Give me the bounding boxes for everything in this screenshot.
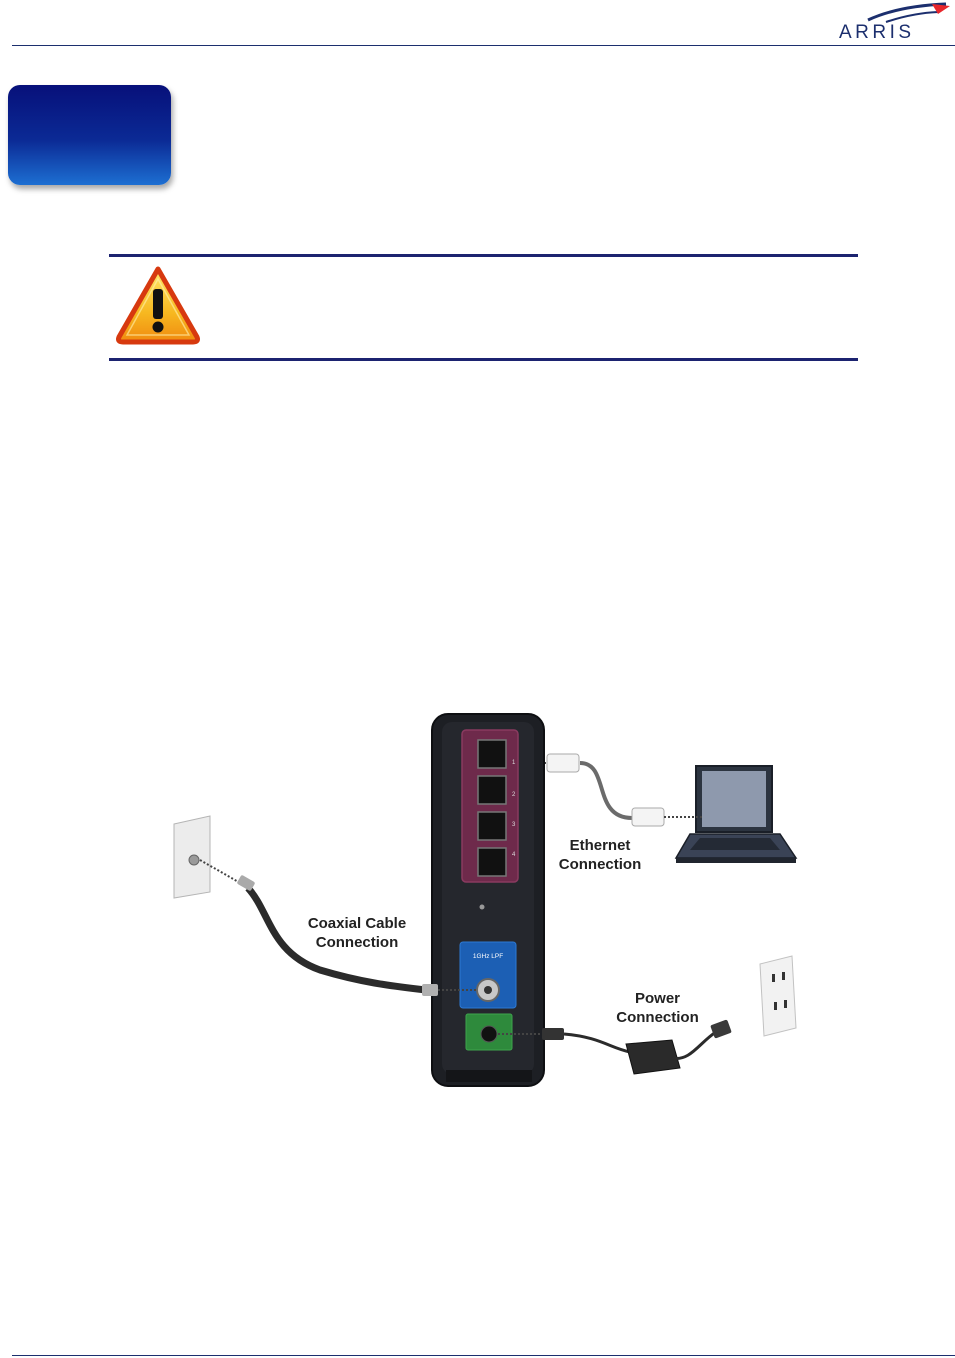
- warning-triangle-icon: [115, 265, 201, 345]
- coax-connection-label: Coaxial Cable Connection: [292, 914, 422, 952]
- logo-text: ARRIS: [839, 22, 915, 43]
- chapter-tab: [8, 85, 171, 185]
- port-number-1: 1: [512, 760, 516, 766]
- ethernet-label-line2: Connection: [558, 856, 642, 873]
- port-number-2: 2: [512, 792, 516, 798]
- coax-label-line1: Coaxial Cable: [307, 915, 407, 932]
- coax-label-line2: Connection: [315, 934, 399, 951]
- power-label-line1: Power: [634, 990, 680, 1007]
- ethernet-label-line1: Ethernet: [569, 837, 631, 854]
- header-divider: [12, 45, 955, 46]
- power-label-line2: Connection: [616, 1009, 699, 1026]
- power-connection-label: Power Connection: [600, 989, 715, 1027]
- arris-logo: ARRIS: [838, 0, 955, 44]
- logo-swoosh-icon: [867, 2, 950, 23]
- coaxial-cable: [199, 859, 478, 996]
- modem-image: 1 2 3 4 1GHz LPF: [431, 713, 545, 1087]
- coax-wall-plate: [173, 815, 211, 899]
- port-number-3: 3: [512, 822, 516, 828]
- wall-outlet: [759, 955, 797, 1037]
- warning-bottom-rule: [109, 358, 858, 361]
- ethernet-connection-label: Ethernet Connection: [545, 836, 655, 874]
- footer-divider: [12, 1355, 955, 1356]
- laptop-image: [674, 765, 798, 863]
- port-number-4: 4: [512, 852, 516, 858]
- connection-diagram: 1 2 3 4 1GHz LPF: [160, 712, 810, 1092]
- warning-top-rule: [109, 254, 858, 257]
- coax-port-label: 1GHz LPF: [473, 953, 503, 960]
- power-adapter: [498, 1019, 732, 1075]
